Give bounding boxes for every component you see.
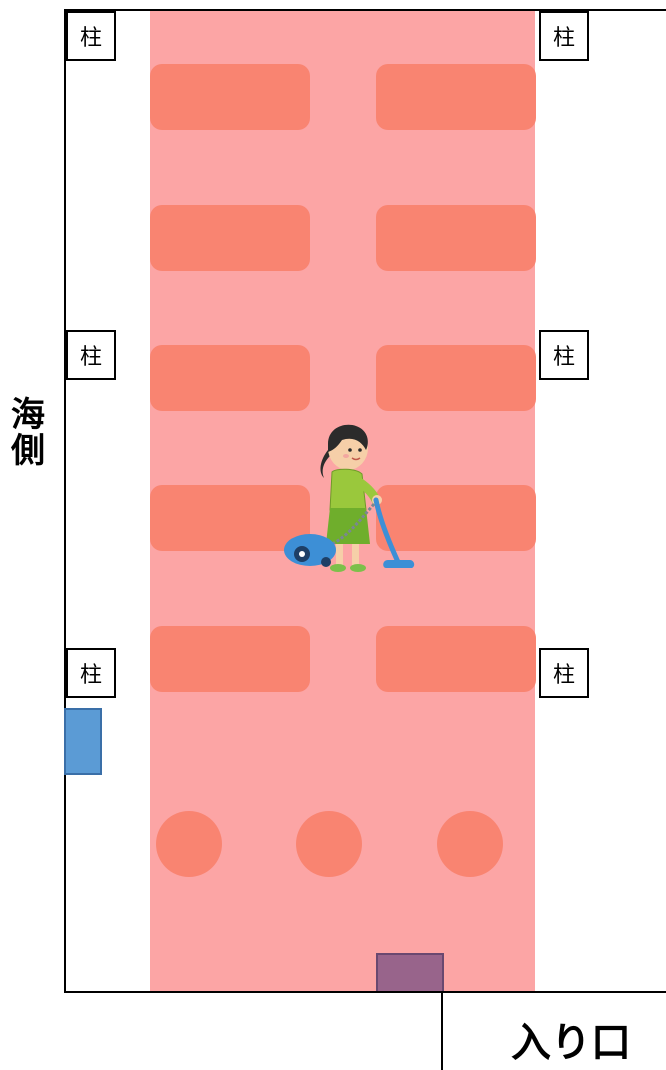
blue-box (64, 708, 102, 775)
wall-left (64, 9, 66, 993)
purple-box (376, 953, 444, 993)
sea-side-char-2: 側 (11, 430, 45, 471)
sea-side-char-1: 海 (11, 395, 45, 435)
pillar-bottom-left: 柱 (66, 648, 116, 698)
sea-side-label: 海 側 (8, 395, 48, 471)
round-stool-3 (437, 811, 503, 877)
pillar-label: 柱 (552, 26, 575, 51)
pillar-label: 柱 (79, 26, 102, 51)
pillar-label: 柱 (79, 345, 102, 370)
pillar-label: 柱 (552, 345, 575, 370)
pillar-middle-right: 柱 (539, 330, 589, 380)
pillar-top-right: 柱 (539, 11, 589, 61)
table-2-left (150, 205, 310, 271)
woman-vacuuming-icon (284, 424, 415, 572)
pillar-top-left: 柱 (66, 11, 116, 61)
table-4-left (150, 485, 310, 551)
table-3-right (376, 345, 536, 411)
wall-bottom (64, 991, 666, 993)
wall-top (64, 9, 666, 11)
pillar-middle-left: 柱 (66, 330, 116, 380)
table-3-left (150, 345, 310, 411)
table-1-right (376, 64, 536, 130)
round-stool-2 (296, 811, 362, 877)
pillar-label: 柱 (79, 663, 102, 688)
pillar-bottom-right: 柱 (539, 648, 589, 698)
table-5-left (150, 626, 310, 692)
table-5-right (376, 626, 536, 692)
round-stool-1 (156, 811, 222, 877)
entrance-line (441, 991, 443, 1070)
table-2-right (376, 205, 536, 271)
entrance-label: 入り口 (511, 1020, 631, 1066)
pillar-label: 柱 (552, 663, 575, 688)
table-1-left (150, 64, 310, 130)
table-4-right (376, 485, 536, 551)
